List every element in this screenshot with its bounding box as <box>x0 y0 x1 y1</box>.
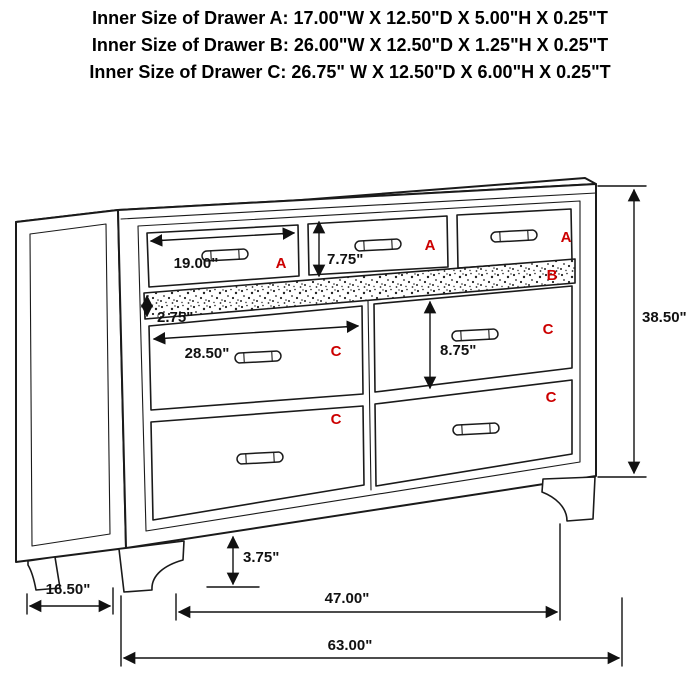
header-line-drawer-b: Inner Size of Drawer B: 26.00"W X 12.50"… <box>92 35 608 55</box>
front-right-foot <box>541 476 596 522</box>
drawer-c-left-lower-handle <box>236 451 284 465</box>
front-inner-frame <box>137 200 581 532</box>
drawer-c-left-upper-handle <box>234 350 282 364</box>
handles <box>201 229 538 465</box>
drawer-c-right-lower-handle <box>452 422 500 436</box>
drawer-a3-handle <box>490 229 538 243</box>
dim-arrow-drawer-a-width <box>149 227 296 247</box>
drawer-label-c-right-upper: C <box>543 321 554 338</box>
drawer-label-a2: A <box>425 237 436 254</box>
drawer-label-c-left-upper: C <box>331 343 342 360</box>
dim-label-foot-height: 3.75" <box>243 549 279 566</box>
drawer-label-c-left-lower: C <box>331 411 342 428</box>
header-line-drawer-c: Inner Size of Drawer C: 26.75" W X 12.50… <box>89 62 610 82</box>
dim-label-drawer-c-height: 8.75" <box>440 342 476 359</box>
drawer-label-a1: A <box>276 255 287 272</box>
header-line-drawer-a: Inner Size of Drawer A: 17.00"W X 12.50"… <box>92 8 608 28</box>
dim-label-drawer-a-width: 19.00" <box>174 255 219 272</box>
drawer-a1-handle <box>201 248 249 262</box>
dim-label-drawer-a-height: 7.75" <box>327 251 363 268</box>
back-left-foot <box>27 556 61 591</box>
drawer-b-glitter-texture <box>144 259 575 319</box>
cabinet-side-inner-panel <box>29 223 111 547</box>
drawer-label-b: B <box>547 267 558 284</box>
drawer-letter-labels: A A A B C C C C <box>276 229 572 428</box>
dim-label-overall-width: 63.00" <box>328 637 373 654</box>
drawer-label-c-right-lower: C <box>546 389 557 406</box>
drawer-label-a3: A <box>561 229 572 246</box>
dim-label-overall-height: 38.50" <box>642 309 687 326</box>
dim-label-drawer-c-width: 28.50" <box>185 345 230 362</box>
center-divider <box>367 300 372 491</box>
dimension-annotations: 19.00" 7.75" 2.75" 28.50" 8.75" 38.50" 3… <box>26 185 687 667</box>
top-board-edge <box>120 192 597 220</box>
header: Inner Size of Drawer A: 17.00"W X 12.50"… <box>89 8 610 82</box>
front-left-foot <box>118 540 185 593</box>
dim-arrow-drawer-c-width <box>152 320 360 345</box>
drawer-a2-handle <box>354 238 402 252</box>
feet <box>27 476 596 593</box>
dim-label-drawer-b-height: 2.75" <box>157 309 193 326</box>
dim-label-base-depth: 16.50" <box>46 581 91 598</box>
dim-label-feet-span: 47.00" <box>325 590 370 607</box>
drawer-c-right-upper-handle <box>451 328 499 342</box>
